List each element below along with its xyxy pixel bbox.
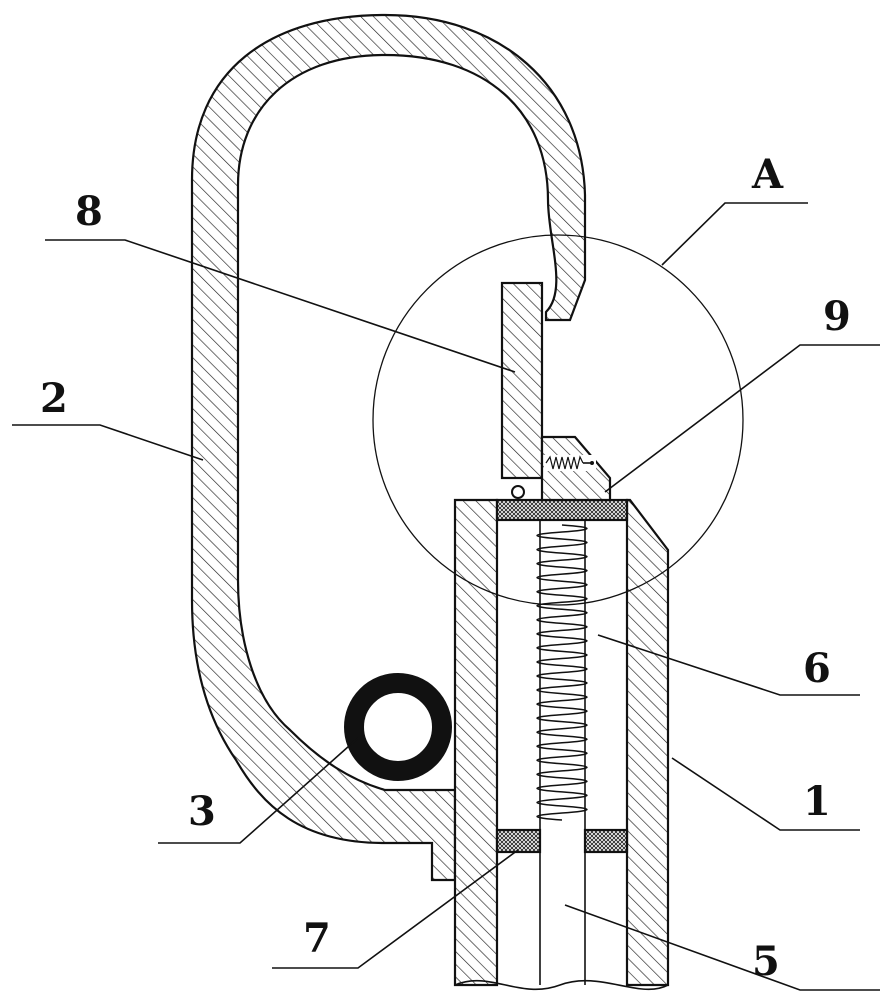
cap-plate: [495, 498, 629, 522]
break-line: [454, 979, 669, 991]
label-7: 7: [303, 915, 331, 962]
label-8: 8: [75, 188, 103, 235]
stop-blocks: [495, 828, 629, 854]
detail-circle-a: [372, 234, 744, 606]
label-2: 2: [40, 375, 68, 422]
label-5: 5: [752, 938, 780, 985]
latch-block: [540, 435, 612, 502]
hook-body: [190, 13, 587, 882]
ring: [344, 673, 452, 781]
label-1: 1: [803, 778, 831, 825]
leader-lines: [12, 202, 880, 991]
label-6: 6: [803, 645, 831, 692]
outer-sleeve: [453, 498, 670, 987]
label-3: 3: [188, 788, 216, 835]
label-9: 9: [823, 293, 851, 340]
label-a: A: [751, 151, 784, 198]
latch-bar: [500, 281, 544, 499]
spring: [536, 524, 588, 821]
